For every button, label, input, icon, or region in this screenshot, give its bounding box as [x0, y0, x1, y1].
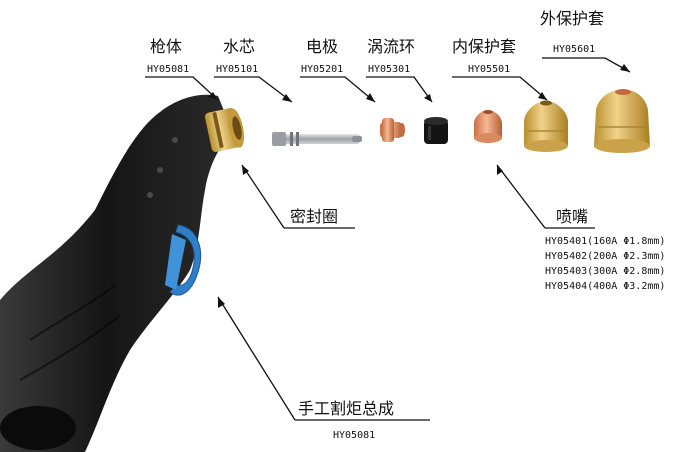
electrode-label: 电极	[306, 37, 339, 56]
torch-body-label: 枪体	[150, 37, 183, 56]
inner-cap-label: 内保护套	[452, 37, 517, 56]
electrode	[380, 118, 405, 142]
torch-handle	[0, 94, 232, 452]
nozzle-spec-1: HY05401(160A Φ1.8mm)	[545, 236, 666, 247]
outer-cap	[594, 89, 650, 153]
swirl-ring	[424, 117, 448, 144]
nozzle-label: 喷嘴	[556, 207, 589, 226]
electrode-code: HY05201	[301, 64, 344, 75]
torch-body-code: HY05081	[147, 64, 190, 75]
inner-cap-code: HY05501	[468, 64, 511, 75]
water-core	[272, 132, 362, 146]
swirl-ring-label: 涡流环	[367, 37, 416, 56]
leader-lines	[145, 57, 631, 421]
inner-cap	[474, 110, 502, 143]
nozzle-spec-3: HY05403(300A Φ2.8mm)	[545, 266, 666, 277]
torch-head	[204, 108, 245, 152]
assembly-label: 手工割炬总成	[298, 399, 395, 418]
nozzle-spec-2: HY05402(200A Φ2.3mm)	[545, 251, 666, 262]
seal-ring-label: 密封圈	[290, 207, 339, 226]
trigger	[165, 224, 202, 296]
assembly-code: HY05081	[333, 430, 376, 441]
water-core-code: HY05101	[216, 64, 259, 75]
retaining-cap	[524, 100, 568, 152]
leader-arrowheads	[208, 64, 630, 308]
nozzle-spec-4: HY05404(400A Φ3.2mm)	[545, 281, 666, 292]
outer-cap-label: 外保护套	[540, 9, 605, 28]
outer-cap-code: HY05601	[553, 44, 596, 55]
water-core-label: 水芯	[223, 37, 256, 56]
swirl-ring-code: HY05301	[368, 64, 411, 75]
